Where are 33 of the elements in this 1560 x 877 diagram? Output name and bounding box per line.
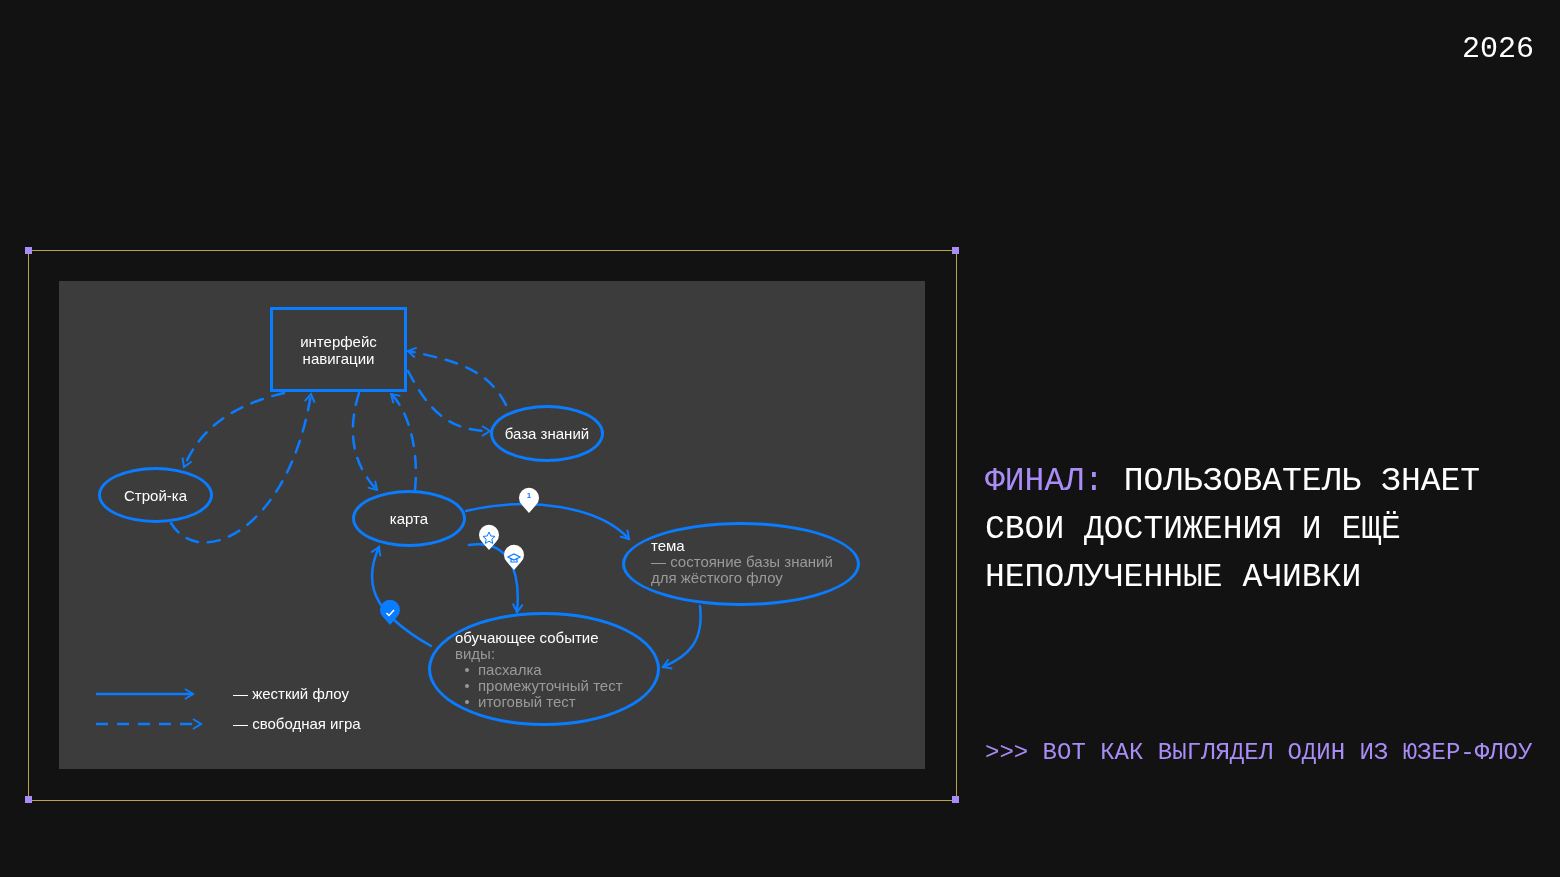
arrow: [467, 543, 524, 614]
arrow: [406, 346, 508, 407]
node-subtitle: виды:: [455, 645, 496, 662]
ellipse-node: [98, 467, 213, 523]
ellipse-node: [428, 612, 660, 726]
arrow: [351, 391, 379, 492]
node-label: тема: [651, 536, 685, 554]
arrow: [406, 369, 492, 437]
arrow: [181, 391, 286, 469]
node-title: обучающее событие: [455, 628, 599, 646]
slide-title: ФИНАЛ: ПОЛЬЗОВАТЕЛЬ ЗНАЕТ СВОИ ДОСТИЖЕНИЯ И ЕЩЁ НЕПОЛУЧЕННЫЕ АЧИВКИ: [985, 462, 1482, 598]
node-label: карта: [389, 510, 429, 527]
node-label: интерфейс навигации: [299, 332, 378, 367]
ellipse-node: [352, 490, 466, 547]
bullet-item: промежуточный тест: [478, 677, 623, 694]
arrow: [464, 503, 631, 541]
bullet-item: пасхалка: [478, 661, 542, 678]
node-description: — состояние базы знаний для жёсткого флоу: [651, 553, 834, 586]
screen-box: [270, 307, 407, 392]
ellipse-node: [490, 405, 604, 462]
arrow: [370, 545, 433, 648]
year-label: 2026: [1462, 32, 1534, 66]
ellipse-node: [622, 522, 860, 606]
arrow: [169, 392, 316, 544]
slide-subtitle: >>> ВОТ КАК ВЫГЛЯДЕЛ ОДИН ИЗ ЮЗЕР-ФЛОУ: [985, 738, 1534, 768]
pin-number: 1: [525, 491, 533, 500]
node-label: Строй-ка: [124, 486, 187, 504]
arrow: [389, 392, 418, 492]
legend-text: — свободная игра: [233, 715, 361, 732]
node-label: база знаний: [504, 425, 590, 442]
arrow: [661, 604, 702, 670]
bullet-item: итоговый тест: [478, 693, 576, 710]
legend-text: — жесткий флоу: [233, 685, 349, 702]
